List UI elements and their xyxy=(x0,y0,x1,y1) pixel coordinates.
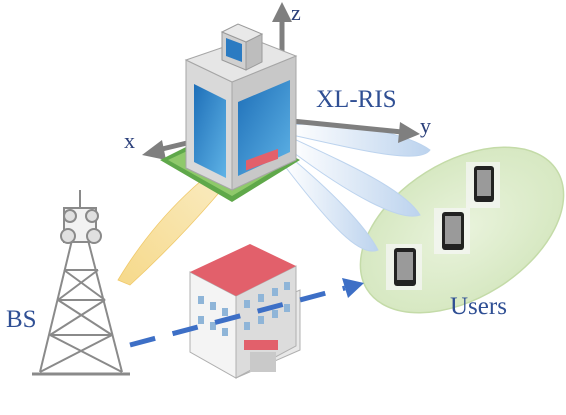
axis-z-label: z xyxy=(291,0,301,25)
smartphone-icon xyxy=(466,162,500,208)
smartphone-icon xyxy=(386,244,422,290)
axis-x-label: x xyxy=(124,128,135,153)
ris-to-users-beams xyxy=(283,123,431,252)
blocked-direct-link xyxy=(129,278,364,348)
users-label: Users xyxy=(450,293,507,320)
hospital-building-icon xyxy=(189,148,301,379)
ris-building-icon xyxy=(160,23,300,202)
axis-y-label: y xyxy=(420,113,431,138)
ris-label: XL-RIS xyxy=(316,86,397,113)
bs-label: BS xyxy=(6,306,37,333)
base-station-tower-icon xyxy=(32,190,130,376)
smartphone-icon xyxy=(434,208,470,254)
